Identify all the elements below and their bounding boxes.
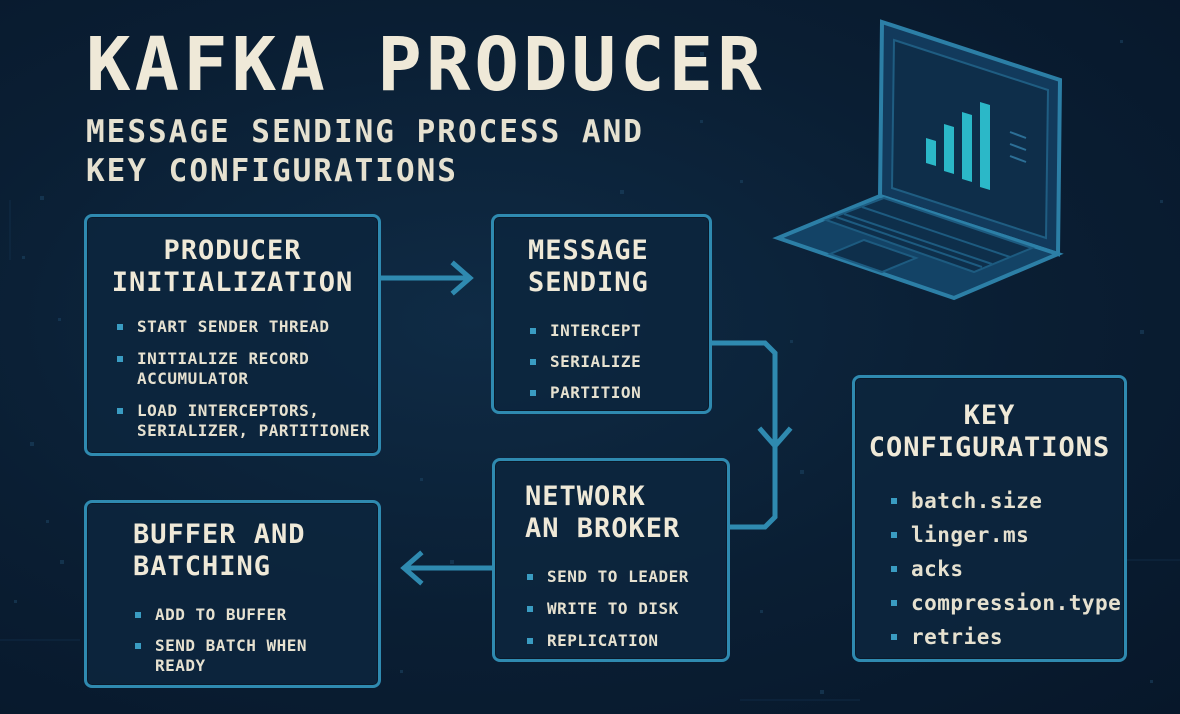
list-item: SEND BATCH WHEN READY (133, 636, 378, 676)
list-item: START SENDER THREAD (115, 317, 378, 337)
list-item: INITIALIZE RECORD ACCUMULATOR (115, 349, 378, 389)
list-item: LOAD INTERCEPTORS, SERIALIZER, PARTITION… (115, 401, 378, 441)
page-subtitle-line2: KEY CONFIGURATIONS (86, 153, 458, 189)
laptop-icon (772, 19, 1064, 301)
buffer-batching-title: BUFFER AND BATCHING (133, 519, 306, 582)
list-item: batch.size (889, 488, 1124, 514)
producer-initialization-list: START SENDER THREAD INITIALIZE RECORD AC… (115, 317, 378, 441)
message-sending-list: INTERCEPT SERIALIZE PARTITION (528, 321, 709, 403)
list-item: linger.ms (889, 522, 1124, 548)
list-item: compression.type (889, 590, 1124, 616)
key-configurations-box: KEY CONFIGURATIONS batch.size linger.ms … (852, 375, 1127, 662)
list-item: PARTITION (528, 383, 709, 403)
producer-initialization-title: PRODUCER INITIALIZATION (111, 235, 354, 298)
key-configurations-title: KEY CONFIGURATIONS (868, 400, 1111, 463)
list-item: INTERCEPT (528, 321, 709, 341)
list-item: WRITE TO DISK (525, 599, 727, 619)
bar-chart-icon (926, 102, 990, 190)
producer-initialization-box: PRODUCER INITIALIZATION START SENDER THR… (84, 214, 381, 456)
network-broker-box: NETWORK AN BROKER SEND TO LEADER WRITE T… (492, 458, 730, 662)
buffer-batching-box: BUFFER AND BATCHING ADD TO BUFFER SEND B… (84, 500, 381, 688)
list-item: SEND TO LEADER (525, 567, 727, 587)
network-broker-title: NETWORK AN BROKER (525, 481, 681, 544)
key-configurations-list: batch.size linger.ms acks compression.ty… (889, 488, 1124, 650)
list-item: acks (889, 556, 1124, 582)
list-item: SERIALIZE (528, 352, 709, 372)
list-item: REPLICATION (525, 631, 727, 651)
list-item: ADD TO BUFFER (133, 605, 378, 625)
message-sending-box: MESSAGE SENDING INTERCEPT SERIALIZE PART… (491, 214, 712, 414)
list-item: retries (889, 624, 1124, 650)
message-sending-title: MESSAGE SENDING (528, 235, 649, 298)
page-subtitle-line1: MESSAGE SENDING PROCESS AND (86, 114, 644, 150)
network-broker-list: SEND TO LEADER WRITE TO DISK REPLICATION (525, 567, 727, 651)
buffer-batching-list: ADD TO BUFFER SEND BATCH WHEN READY (133, 605, 378, 676)
page-title: KAFKA PRODUCER (86, 22, 766, 108)
